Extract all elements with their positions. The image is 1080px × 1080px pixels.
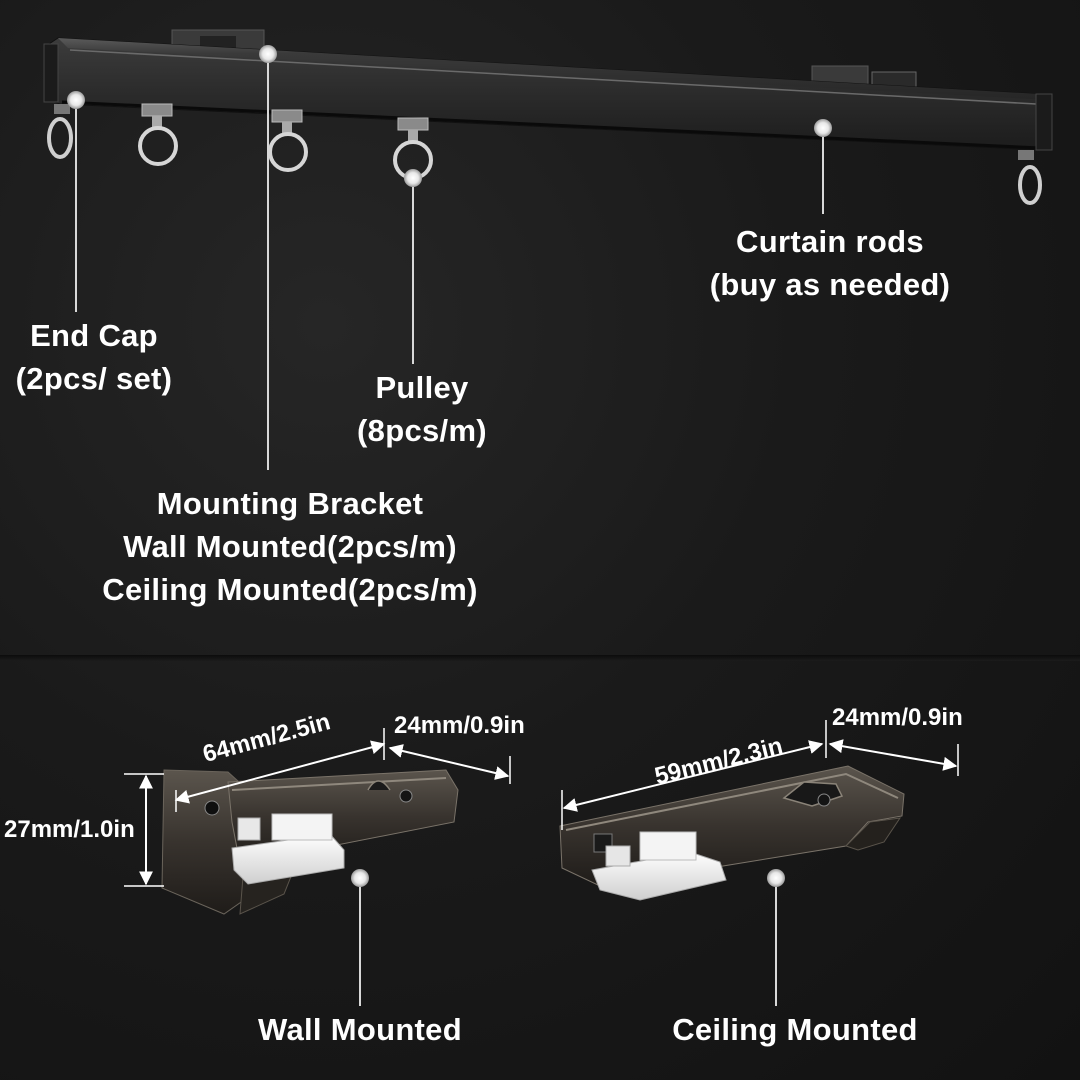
wall-height-dimension: 27mm/1.0in xyxy=(4,816,135,843)
ceiling-width-dimension: 24mm/0.9in xyxy=(832,704,963,731)
callout-bracket xyxy=(259,45,277,470)
mounting-bracket-label-line1: Mounting Bracket xyxy=(156,486,424,521)
pulley-label-line1: Pulley xyxy=(375,370,469,405)
ceiling-dimension-lines xyxy=(561,720,959,830)
mounting-bracket-label-line2: Wall Mounted(2pcs/m) xyxy=(123,529,457,564)
callout-curtain-rods xyxy=(814,119,832,214)
wall-mounted-label: Wall Mounted xyxy=(258,1012,462,1047)
mounting-bracket-label: Mounting Bracket Wall Mounted(2pcs/m) Ce… xyxy=(60,482,520,611)
pulley-label-line2: (8pcs/m) xyxy=(357,413,487,448)
end-cap-hook-right xyxy=(1018,150,1042,205)
callout-end-cap xyxy=(67,91,85,312)
curtain-rods-label-line1: Curtain rods xyxy=(736,224,924,259)
section-divider xyxy=(0,655,1080,661)
pulley-2 xyxy=(268,109,308,172)
pulley-label: Pulley (8pcs/m) xyxy=(332,366,512,452)
curtain-rods-label-line2: (buy as needed) xyxy=(709,267,951,302)
curtain-rods-label: Curtain rods (buy as needed) xyxy=(680,220,980,306)
end-cap-label-line2: (2pcs/ set) xyxy=(15,361,173,396)
end-cap-hook-left xyxy=(47,104,73,159)
wall-mounted-bracket xyxy=(161,769,459,915)
end-cap-label: End Cap (2pcs/ set) xyxy=(4,314,184,400)
curtain-rail xyxy=(43,29,1053,151)
end-cap-label-line1: End Cap xyxy=(30,318,158,353)
pulley-1 xyxy=(138,103,178,166)
callout-pulley xyxy=(404,169,422,364)
mounting-bracket-label-line3: Ceiling Mounted(2pcs/m) xyxy=(102,572,478,607)
callout-ceiling-mounted xyxy=(767,869,785,1006)
callout-wall-mounted xyxy=(351,869,369,1006)
ceiling-mounted-label: Ceiling Mounted xyxy=(672,1012,918,1047)
wall-width-dimension: 24mm/0.9in xyxy=(394,712,525,739)
ceiling-mounted-bracket xyxy=(559,765,905,901)
wall-dimension-lines xyxy=(124,728,511,887)
